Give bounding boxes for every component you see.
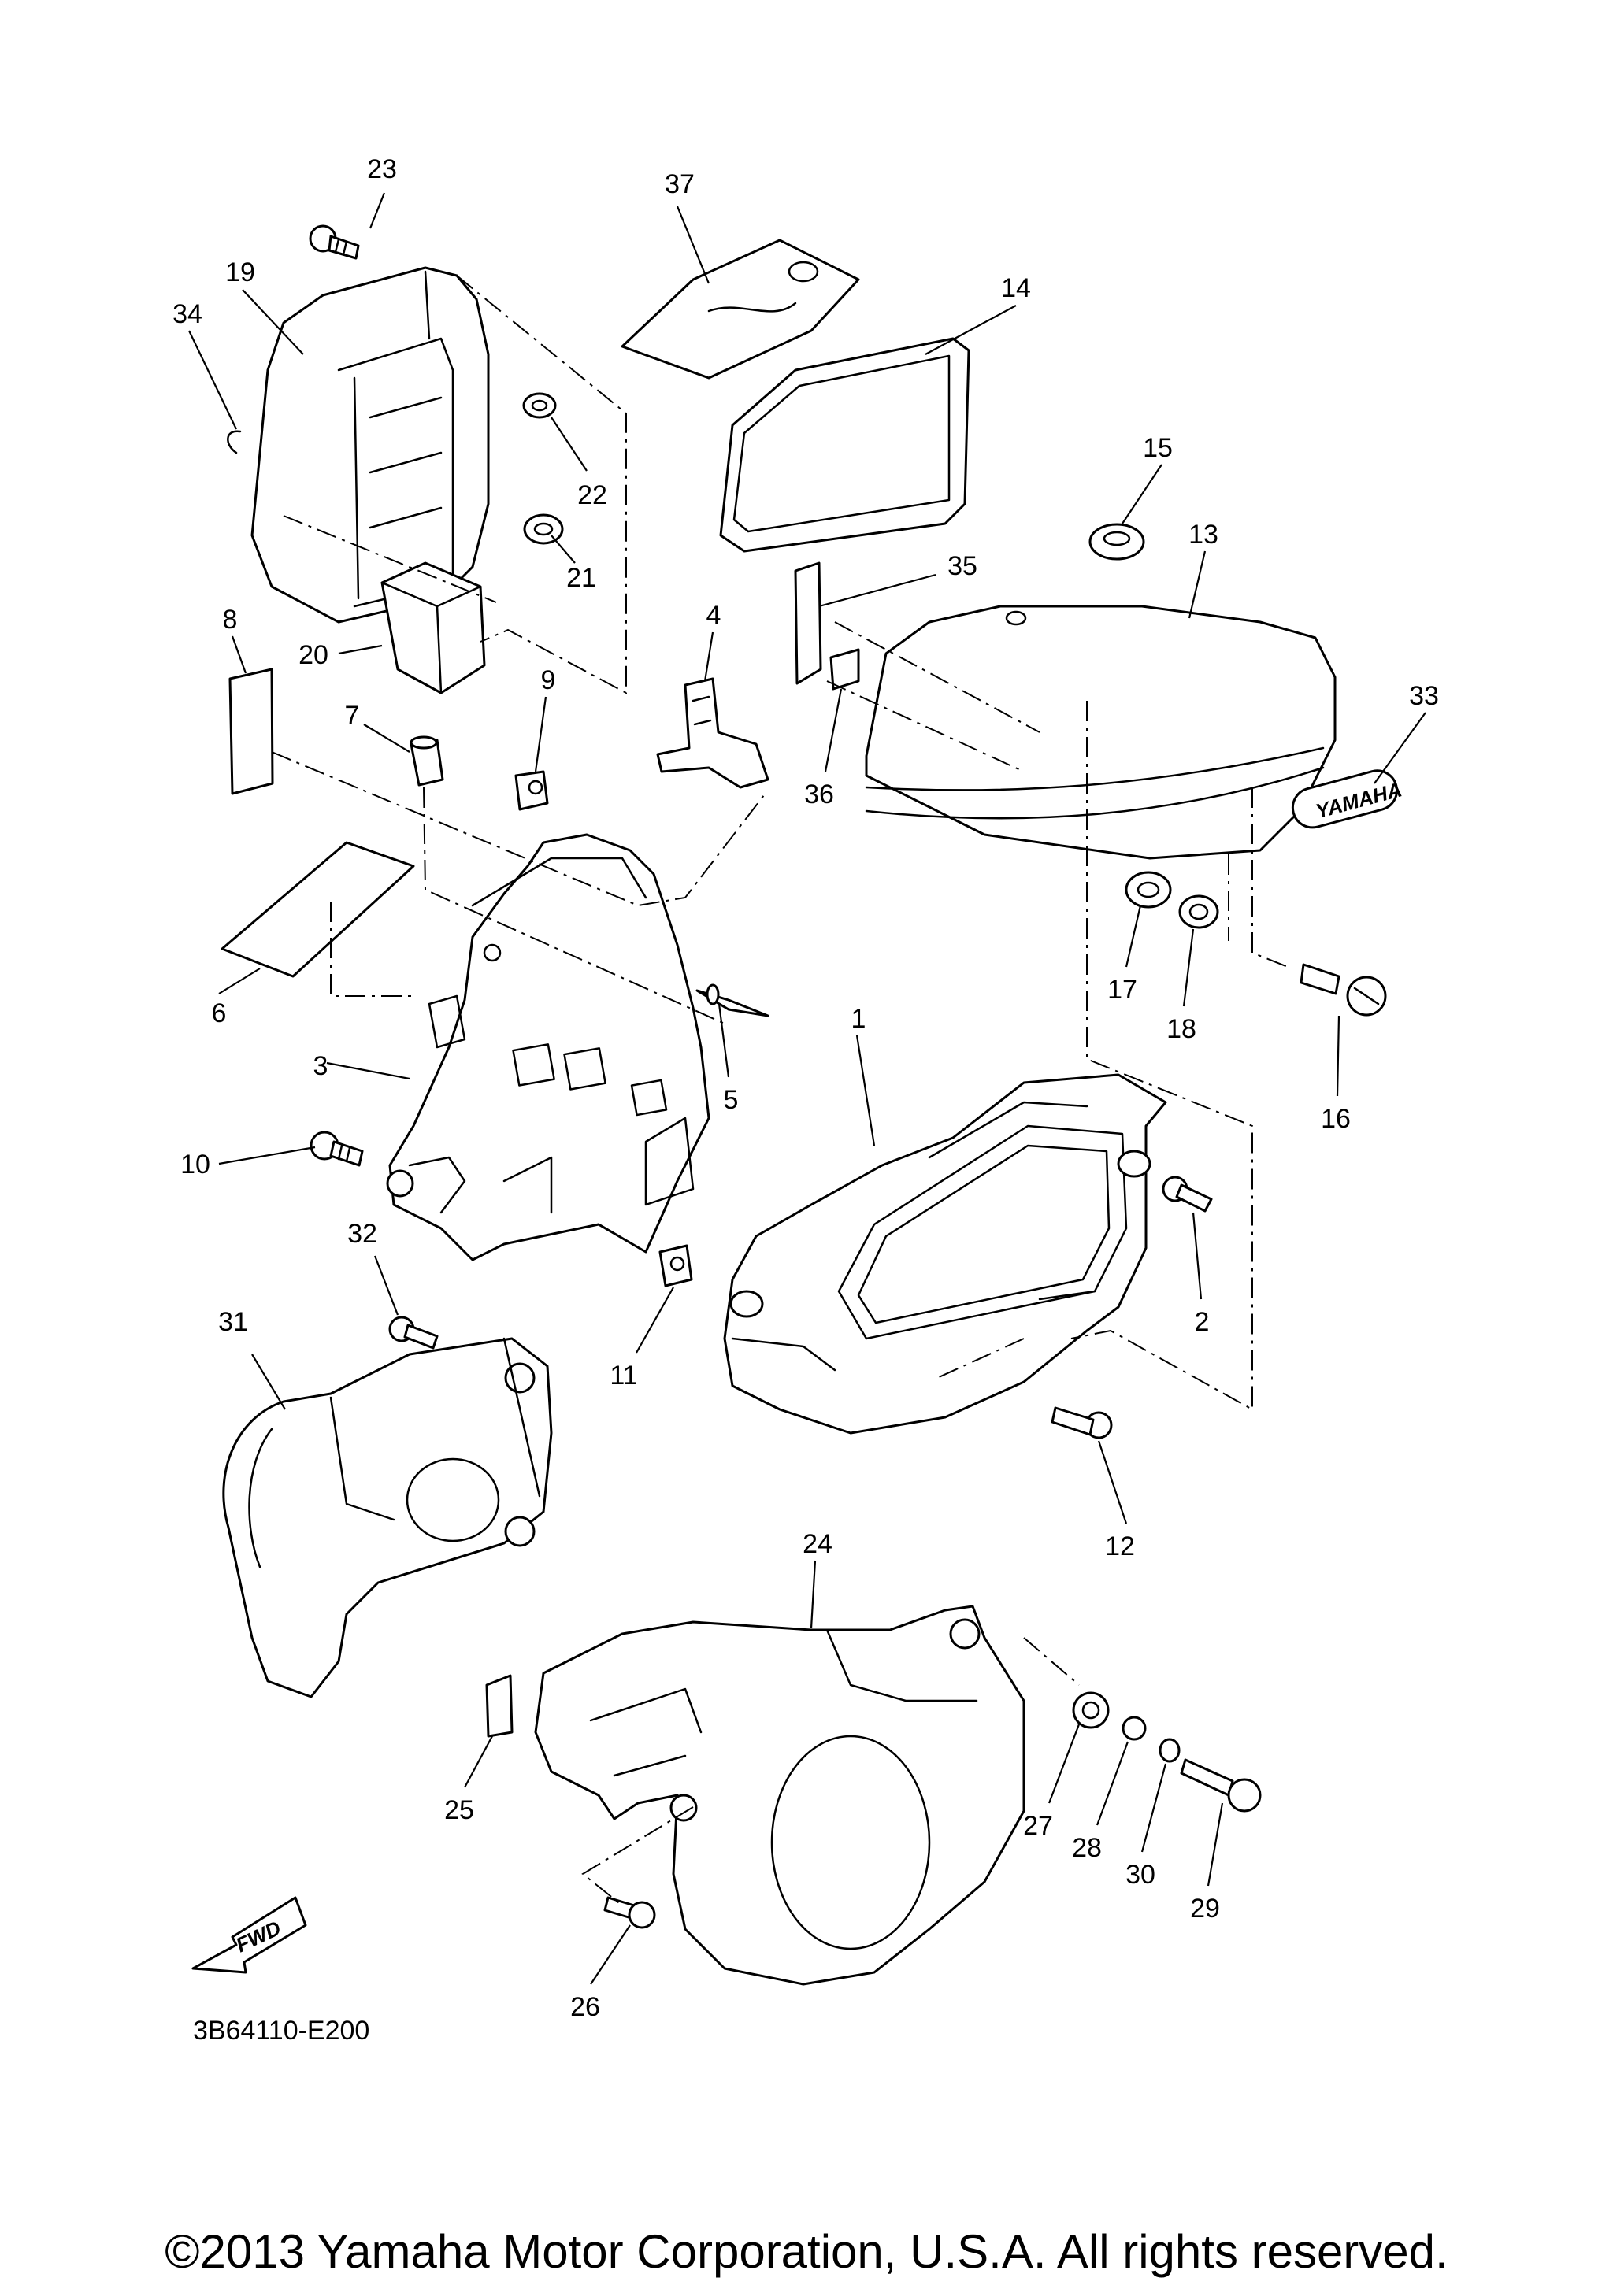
part-1-air-case — [723, 1073, 1167, 1435]
part-17-bushing — [1125, 871, 1172, 909]
part-9-nut — [514, 770, 549, 811]
part-15-grommet — [1088, 523, 1145, 561]
part-16-fastener — [1300, 963, 1387, 1017]
part-27-collar — [1072, 1691, 1110, 1729]
part-30-washer — [1159, 1738, 1181, 1763]
callout-37: 37 — [665, 169, 695, 199]
part-3-housing — [386, 833, 710, 1261]
part-32-screw — [388, 1316, 439, 1350]
callout-18: 18 — [1166, 1014, 1196, 1044]
part-5-pin — [695, 983, 769, 1017]
callout-17: 17 — [1107, 975, 1137, 1005]
part-22-grommet — [522, 392, 557, 419]
part-26-screw — [603, 1896, 656, 1929]
callout-29: 29 — [1190, 1894, 1220, 1924]
copyright-footer: ©2013 Yamaha Motor Corporation, U.S.A. A… — [165, 2225, 1448, 2278]
part-11-nut — [658, 1244, 693, 1287]
part-35-pad — [794, 561, 822, 685]
callout-5: 5 — [724, 1085, 739, 1115]
callout-33: 33 — [1409, 681, 1439, 711]
callout-15: 15 — [1143, 433, 1173, 463]
callout-3: 3 — [313, 1051, 328, 1081]
part-6-pad — [221, 841, 415, 978]
callout-21: 21 — [566, 563, 596, 593]
callout-16: 16 — [1321, 1104, 1351, 1134]
part-34-clip — [227, 430, 242, 454]
part-10-bolt — [310, 1131, 364, 1167]
part-14-side-panel — [719, 337, 970, 553]
callout-7: 7 — [345, 701, 360, 731]
callout-10: 10 — [180, 1150, 210, 1179]
callout-26: 26 — [570, 1992, 600, 2022]
part-29-bolt — [1180, 1758, 1262, 1813]
callout-6: 6 — [212, 998, 227, 1028]
part-7-collar — [410, 735, 444, 787]
part-37-pad — [621, 239, 860, 380]
callout-28: 28 — [1072, 1833, 1102, 1863]
fwd-arrow-icon: FWD — [191, 1896, 307, 1974]
callout-9: 9 — [541, 665, 556, 695]
leader-lines — [188, 192, 1426, 1985]
callout-31: 31 — [218, 1307, 248, 1337]
part-2-bolt — [1162, 1176, 1213, 1213]
part-18-bushing — [1178, 894, 1219, 929]
callout-12: 12 — [1105, 1531, 1135, 1561]
callout-36: 36 — [804, 780, 834, 809]
part-24-crank-cover — [534, 1605, 1025, 1986]
callout-13: 13 — [1188, 520, 1218, 550]
callout-20: 20 — [298, 640, 328, 670]
diagram-code: 3B64110-E200 — [193, 2016, 369, 2046]
part-36-pad — [829, 648, 860, 691]
callout-1: 1 — [851, 1004, 866, 1034]
callout-19: 19 — [225, 257, 255, 287]
part-8-pad — [228, 668, 274, 795]
part-28-bushing — [1122, 1716, 1147, 1741]
callout-14: 14 — [1001, 273, 1031, 303]
part-20-damper — [380, 561, 486, 694]
callout-4: 4 — [706, 601, 721, 631]
part-25-damper — [485, 1674, 514, 1738]
part-31-sprocket-cover — [222, 1337, 553, 1698]
part-4-bracket — [656, 677, 769, 789]
callout-35: 35 — [947, 551, 977, 581]
callout-27: 27 — [1023, 1811, 1053, 1841]
callout-23: 23 — [367, 154, 397, 184]
part-21-grommet — [523, 513, 564, 545]
part-12-bolt — [1051, 1406, 1113, 1439]
part-23-screw — [309, 224, 360, 260]
callout-2: 2 — [1195, 1307, 1210, 1337]
part-19-cover-box — [250, 266, 490, 624]
part-13-tank-cover — [865, 605, 1337, 860]
callout-8: 8 — [223, 605, 238, 635]
callout-22: 22 — [577, 480, 607, 510]
callout-30: 30 — [1125, 1860, 1155, 1890]
assembly-lines — [271, 275, 1292, 1906]
callout-32: 32 — [347, 1219, 377, 1249]
callouts: 23 37 19 14 34 15 22 13 35 21 4 8 20 9 3… — [172, 154, 1439, 2022]
callout-11: 11 — [610, 1361, 637, 1391]
callout-34: 34 — [172, 299, 202, 329]
callout-24: 24 — [803, 1529, 832, 1559]
callout-25: 25 — [444, 1795, 474, 1825]
